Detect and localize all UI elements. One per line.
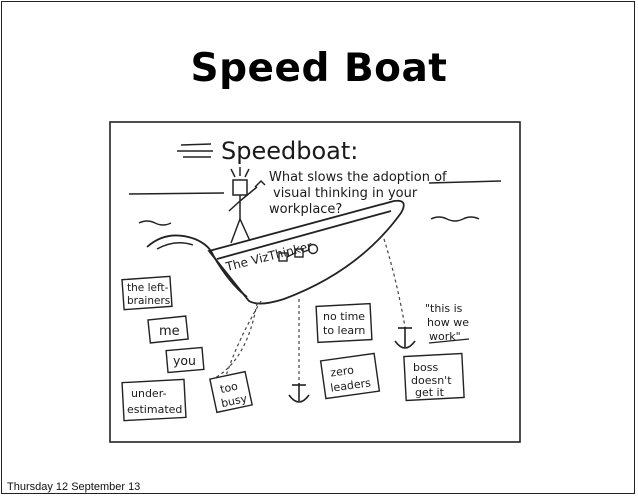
boat-logo xyxy=(278,243,319,262)
svg-text:how we: how we xyxy=(427,316,469,329)
svg-text:boss: boss xyxy=(413,361,438,374)
label-me: me xyxy=(147,315,189,344)
svg-text:doesn't: doesn't xyxy=(411,374,452,387)
svg-text:you: you xyxy=(173,353,196,368)
svg-text:brainers: brainers xyxy=(127,295,170,307)
boat-hull xyxy=(207,199,405,305)
anchor-icon xyxy=(288,383,310,403)
svg-text:to learn: to learn xyxy=(323,324,365,337)
svg-text:estimated: estimated xyxy=(127,403,182,416)
anchor-chains xyxy=(212,238,406,383)
speedboat-illustration: Speedboat: What slows the adoption of vi… xyxy=(109,121,521,443)
label-too-busy: too busy xyxy=(209,370,253,414)
horizon-lines xyxy=(128,180,502,226)
slide-title: Speed Boat xyxy=(190,46,448,91)
svg-text:busy: busy xyxy=(220,392,249,410)
svg-text:no time: no time xyxy=(323,310,365,323)
svg-text:me: me xyxy=(159,324,180,339)
svg-text:get it: get it xyxy=(415,386,445,399)
boat-wake xyxy=(146,234,248,298)
label-left-brainers: the left- brainers xyxy=(121,275,173,311)
heading-dashes xyxy=(177,143,213,158)
label-underestimated: under- estimated xyxy=(121,378,187,422)
illustration-border xyxy=(109,121,521,443)
label-you: you xyxy=(165,346,205,374)
slide-footer-date: Thursday 12 September 13 xyxy=(7,481,141,493)
svg-text:"this is: "this is xyxy=(425,302,463,315)
question-line-1: What slows the adoption of xyxy=(269,170,447,185)
stick-figure xyxy=(228,167,266,244)
label-zero-leaders: zero leaders xyxy=(319,352,381,400)
svg-text:work": work" xyxy=(429,330,461,343)
svg-text:too: too xyxy=(219,380,239,396)
label-this-is-how-we-work: "this is how we work" xyxy=(425,302,469,344)
label-no-time: no time to learn xyxy=(315,302,373,344)
svg-text:zero: zero xyxy=(330,363,355,379)
anchor-icon xyxy=(394,327,416,349)
question-line-2: visual thinking in your xyxy=(273,186,418,201)
question-line-3: workplace? xyxy=(269,202,342,217)
illustration-heading: Speedboat: xyxy=(221,137,358,165)
label-boss-doesnt-get-it: boss doesn't get it xyxy=(403,352,465,402)
svg-text:under-: under- xyxy=(131,387,167,400)
svg-text:the left-: the left- xyxy=(127,282,169,294)
svg-text:leaders: leaders xyxy=(330,376,372,395)
